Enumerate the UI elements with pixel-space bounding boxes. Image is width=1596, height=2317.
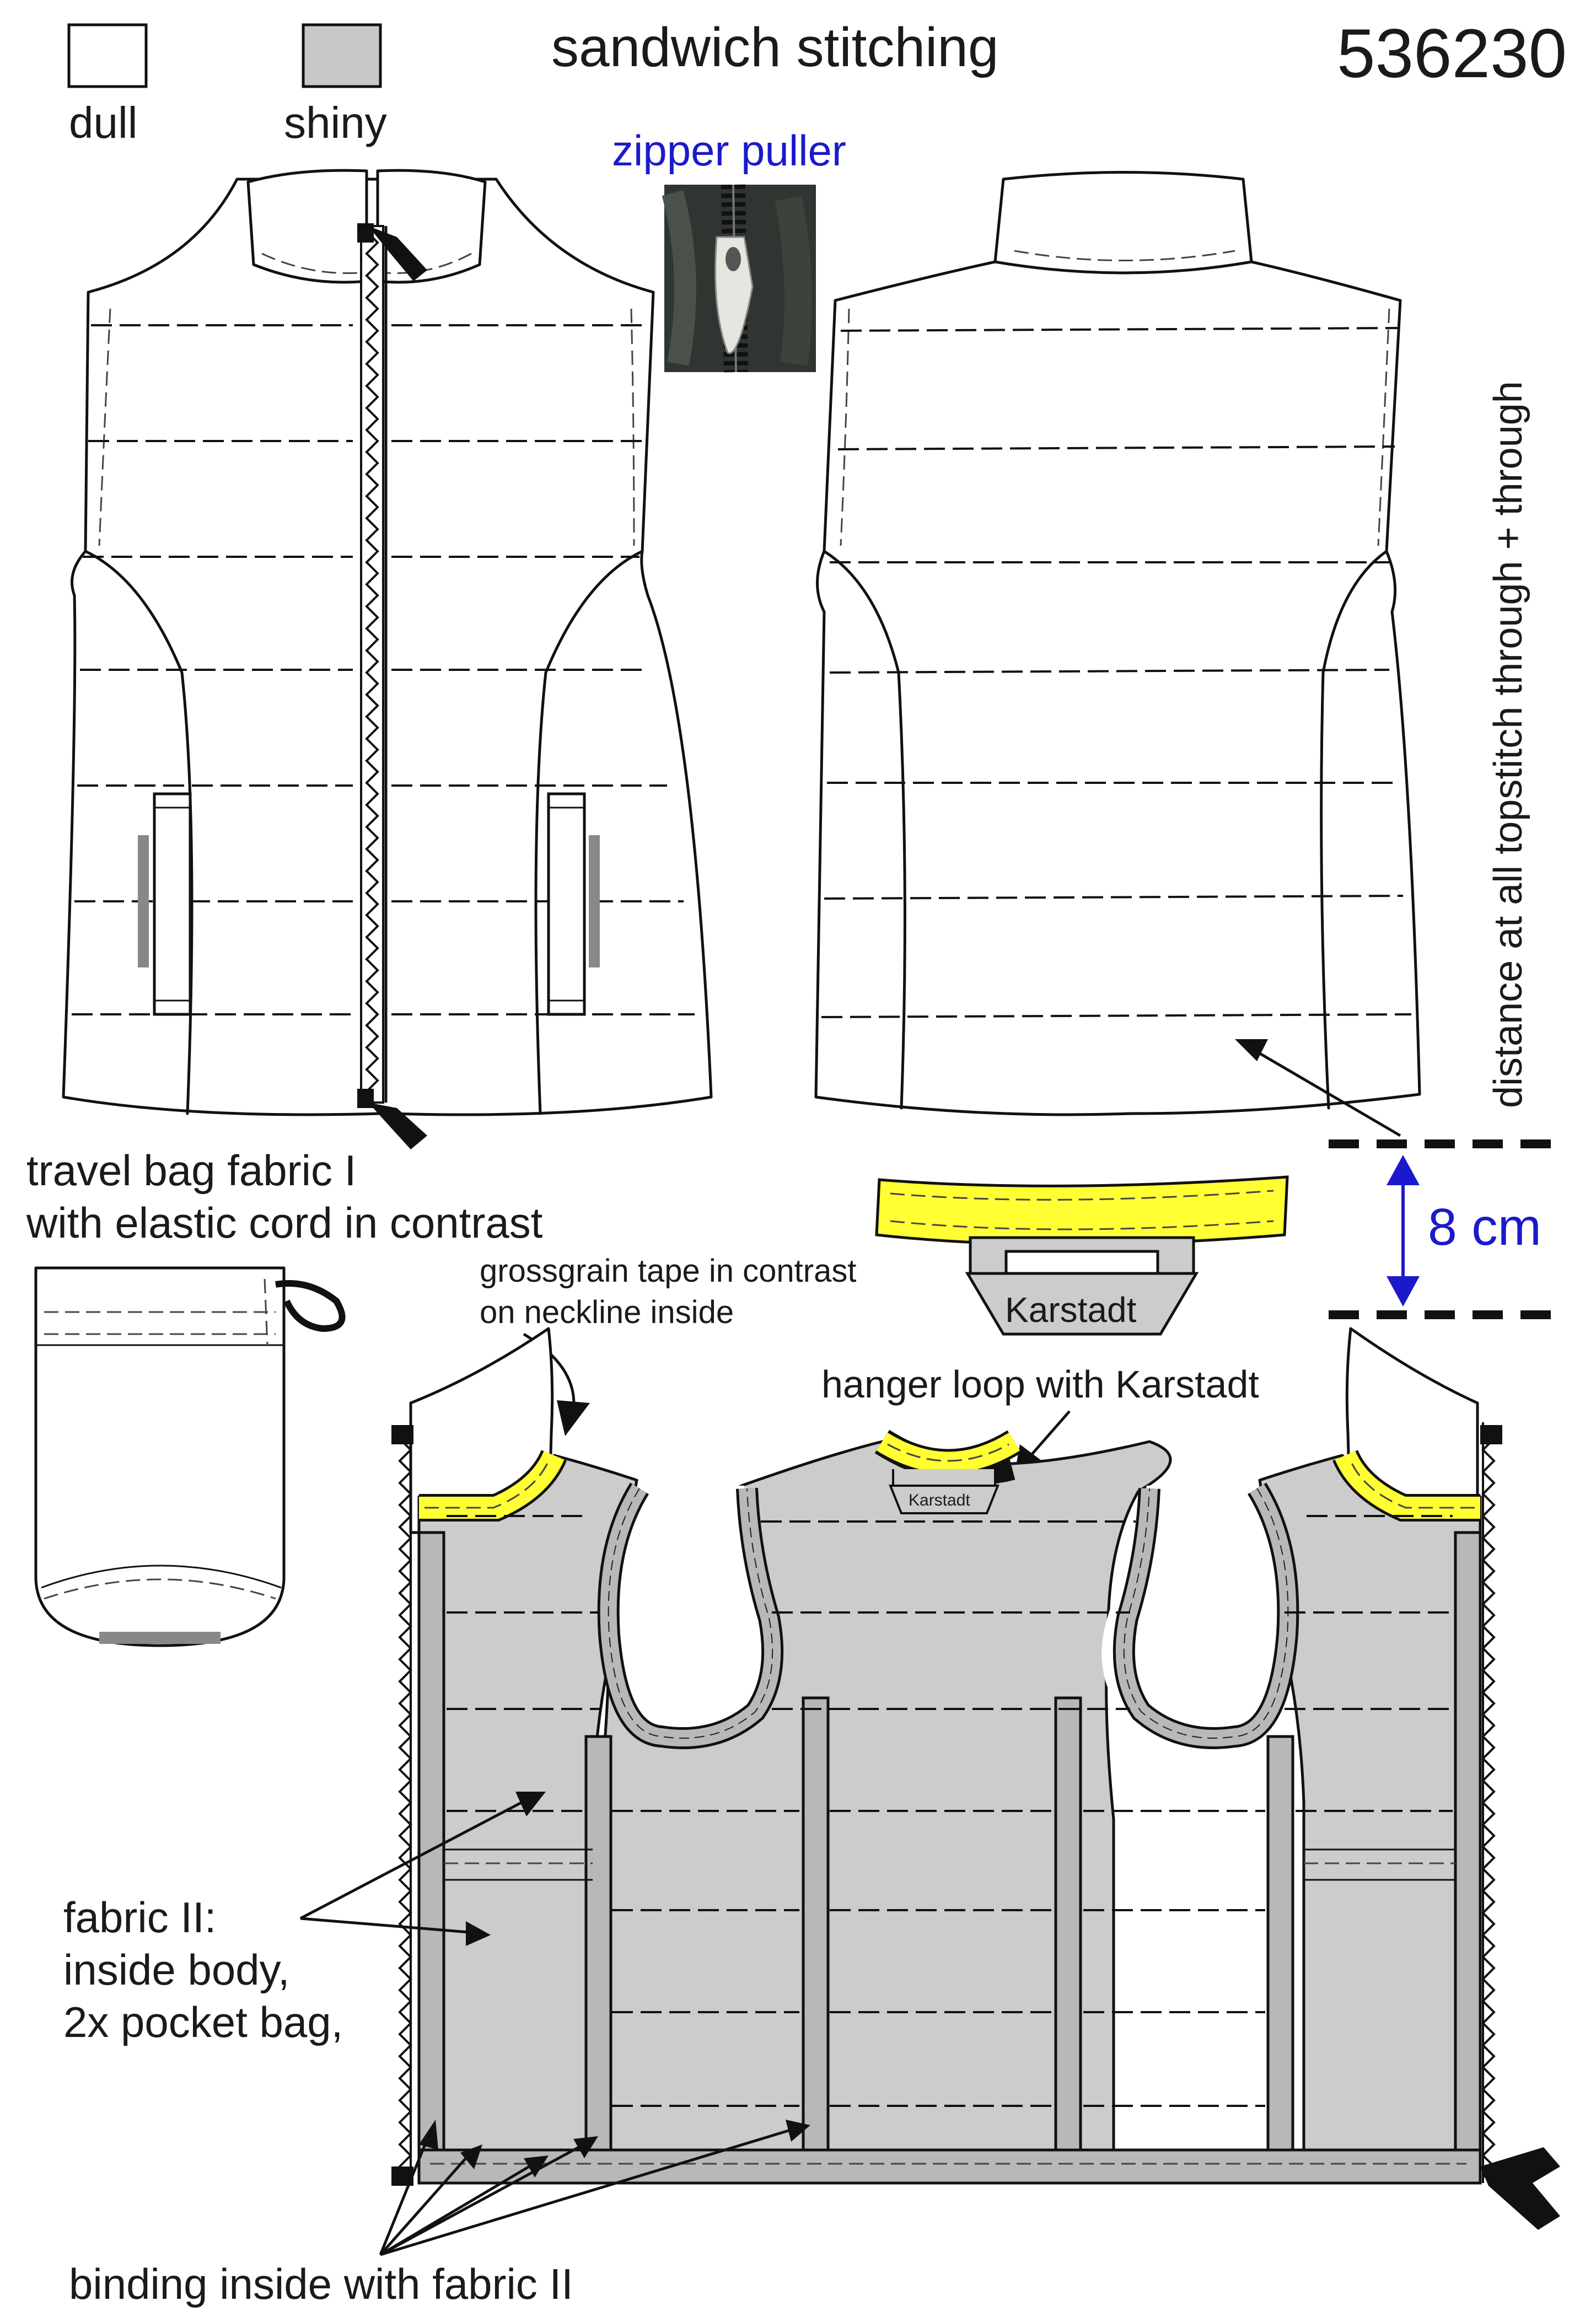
grosgrain-label-2: on neckline inside <box>480 1294 734 1330</box>
fabric2-label-1: fabric II: <box>63 1893 216 1942</box>
zipper-puller-label: zipper puller <box>612 126 846 175</box>
vest-front-icon <box>62 169 713 1149</box>
zipper-photo-icon <box>662 184 816 373</box>
measurement-label: 8 cm <box>1428 1198 1541 1256</box>
hanger-loop-icon <box>875 1175 1289 1336</box>
stitch-distance-label: distance at all topstitch through + thro… <box>1486 381 1530 1108</box>
hanger-loop-label: hanger loop with Karstadt <box>821 1363 1259 1406</box>
stitch-distance-arrow <box>1235 1039 1401 1137</box>
legend-shiny-swatch <box>302 23 382 88</box>
grosgrain-label-1: grossgrain tape in contrast <box>480 1253 856 1289</box>
vest-inside-icon <box>391 1327 1560 2230</box>
legend-dull-label: dull <box>69 98 138 147</box>
travel-bag-icon <box>34 1266 346 1647</box>
legend: dull shiny <box>67 23 387 147</box>
legend-dull-swatch <box>67 23 148 88</box>
travel-bag-label-2: with elastic cord in contrast <box>26 1198 543 1247</box>
fabric2-label-2: inside body, <box>63 1945 290 1994</box>
style-number: 536230 <box>1337 15 1567 92</box>
binding-label: binding inside with fabric II <box>69 2260 573 2308</box>
legend-shiny-label: shiny <box>284 98 387 147</box>
fabric2-arrows <box>299 1792 546 1946</box>
measurement-marker <box>1329 1139 1560 1319</box>
fabric2-label-3: 2x pocket bag, <box>63 1998 343 2046</box>
binding-arrows <box>379 2120 810 2256</box>
page-title: sandwich stitching <box>551 17 999 78</box>
travel-bag-label-1: travel bag fabric I <box>26 1146 356 1195</box>
brand-label-large: Karstadt <box>1005 1290 1137 1330</box>
vest-back-icon <box>814 171 1421 1116</box>
brand-label-small: Karstadt <box>909 1491 970 1509</box>
